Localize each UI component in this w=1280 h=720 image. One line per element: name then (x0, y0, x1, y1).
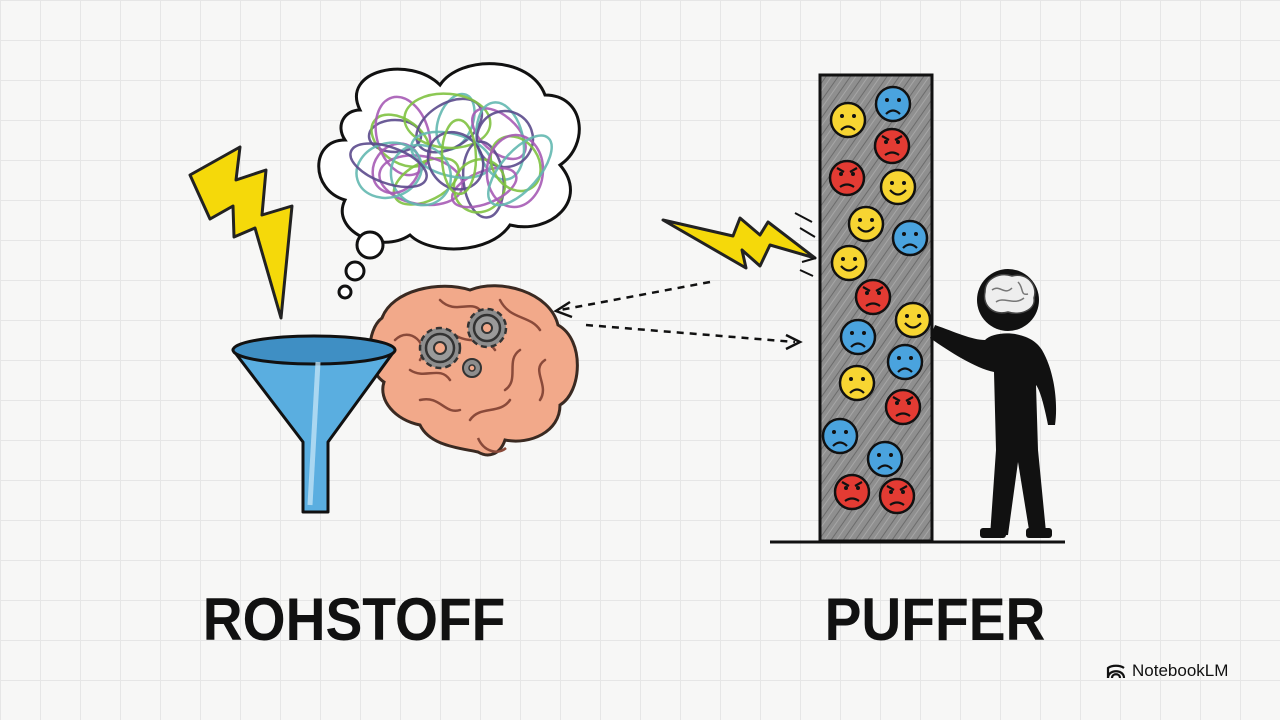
face-sad-yellow (838, 364, 876, 402)
label-puffer: PUFFER (824, 586, 1046, 653)
face-angry-red (828, 159, 866, 197)
scribble-loop (489, 135, 542, 193)
person-figure (930, 269, 1057, 538)
lightning-bolt-right (661, 216, 817, 270)
face-angry-red (854, 278, 892, 316)
arrow-to-wall (585, 323, 803, 351)
gear-icon (462, 358, 482, 378)
face-angry-red (873, 127, 911, 165)
impact-lines (794, 212, 817, 277)
scribble-loop (475, 109, 535, 169)
face-happy-yellow (830, 244, 868, 282)
tangled-thoughts-scribble (349, 92, 553, 219)
scribble-loop (349, 142, 428, 189)
funnel (231, 334, 397, 514)
thought-bubble-dot-medium (344, 260, 366, 282)
thought-bubble-dot-small (337, 284, 353, 300)
scribble-loop (452, 158, 507, 214)
label-rohstoff: ROHSTOFF (202, 586, 506, 653)
face-sad-blue (874, 85, 912, 123)
notebooklm-logo-icon (1106, 664, 1126, 679)
face-sad-blue (891, 219, 929, 257)
emotion-faces (821, 85, 932, 515)
face-angry-red (878, 477, 916, 515)
face-sad-blue (886, 343, 924, 381)
arrow-to-brain (553, 280, 711, 319)
face-sad-blue (821, 417, 859, 455)
face-happy-yellow (879, 168, 917, 206)
gear-icon (418, 326, 462, 370)
brand-name: NotebookLM (1132, 661, 1229, 680)
face-angry-red (833, 473, 871, 511)
face-happy-yellow (847, 205, 885, 243)
face-angry-red (884, 388, 922, 426)
thought-cloud (317, 62, 581, 300)
face-sad-blue (866, 440, 904, 478)
scribble-loop (487, 134, 553, 207)
brain-with-gears (368, 284, 579, 457)
face-happy-yellow (894, 301, 932, 339)
small-brain-icon (983, 274, 1036, 314)
brand-watermark: NotebookLM (1106, 660, 1228, 682)
thought-bubble-dot-large (355, 230, 385, 260)
lightning-bolt-left (188, 145, 294, 320)
face-sad-blue (839, 318, 877, 356)
scribble-loop (403, 92, 492, 150)
scribble-loop (440, 118, 478, 196)
gear-icon (466, 307, 508, 349)
face-sad-yellow (829, 101, 867, 139)
